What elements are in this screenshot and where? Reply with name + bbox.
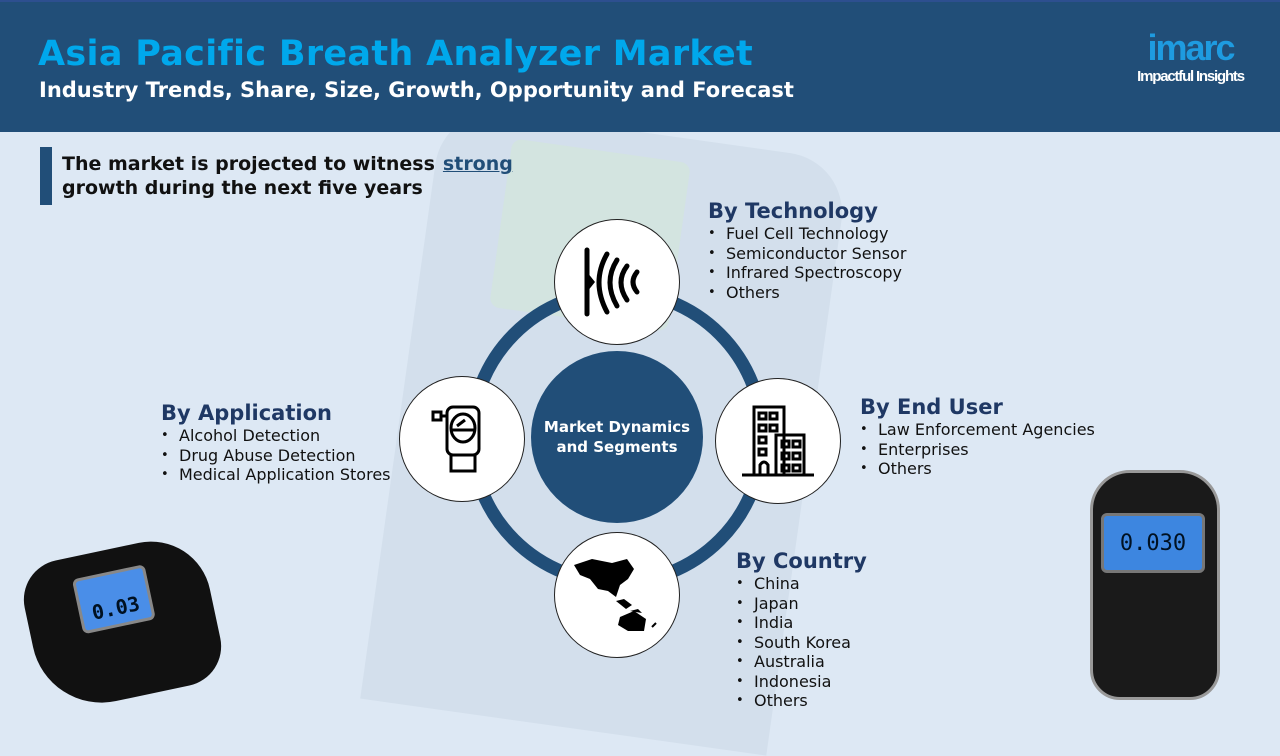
list-item: Japan [736,594,867,614]
page-subtitle: Industry Trends, Share, Size, Growth, Op… [39,78,794,102]
center-circle: Market Dynamics and Segments [531,351,703,523]
sound-waves-icon [584,247,640,317]
segment-title: By End User [860,395,1003,419]
list-item: South Korea [736,633,867,653]
building-icon [742,405,814,477]
application-node [399,376,525,502]
list-item: Semiconductor Sensor [708,244,906,264]
list-item: Indonesia [736,672,867,692]
segment-country: By Country China Japan India South Korea… [736,548,867,711]
center-line-2: and Segments [556,438,678,456]
segment-end-user: By End User Law Enforcement Agencies Ent… [860,394,1095,479]
segment-title: By Country [736,549,867,573]
list-item: Others [736,691,867,711]
page-title: Asia Pacific Breath Analyzer Market [38,34,754,74]
list-item: Others [708,283,906,303]
segment-technology: By Technology Fuel Cell Technology Semic… [708,198,906,302]
lead-text-2: growth during the next five years [62,177,423,199]
list-item: Law Enforcement Agencies [860,420,1095,440]
list-item: Enterprises [860,440,1095,460]
segment-title: By Application [161,401,332,425]
asia-pacific-map-icon [574,559,657,631]
country-node [554,532,680,658]
accent-bar [40,147,52,205]
list-item: India [736,613,867,633]
lead-statement: The market is projected to witness strong… [62,152,513,200]
header-banner: Asia Pacific Breath Analyzer Market Indu… [0,0,1280,132]
list-item: Fuel Cell Technology [708,224,906,244]
list-item: Drug Abuse Detection [161,446,391,466]
list-item: Others [860,459,1095,479]
logo-tagline: Impactful Insights [1137,68,1245,85]
lead-highlight: strong [442,153,513,175]
list-item: Infrared Spectroscopy [708,263,906,283]
end-user-node [715,378,841,504]
lead-text: The market is projected to witness [62,153,435,175]
center-line-1: Market Dynamics [543,418,691,436]
logo-word: imarc [1147,27,1235,68]
segment-application: By Application Alcohol Detection Drug Ab… [161,400,391,485]
list-item: Medical Application Stores [161,465,391,485]
imarc-logo: imarc Impactful Insights [1128,27,1253,86]
segment-title: By Technology [708,199,878,223]
technology-node [554,219,680,345]
breathalyzer-icon [431,405,481,473]
breathalyzer-device-left-image: 0.03 [16,530,229,716]
list-item: Australia [736,652,867,672]
list-item: Alcohol Detection [161,426,391,446]
breathalyzer-device-right-image: 0.030 [1090,470,1220,700]
device-screen: 0.030 [1101,513,1205,573]
list-item: China [736,574,867,594]
device-screen: 0.03 [71,564,156,635]
